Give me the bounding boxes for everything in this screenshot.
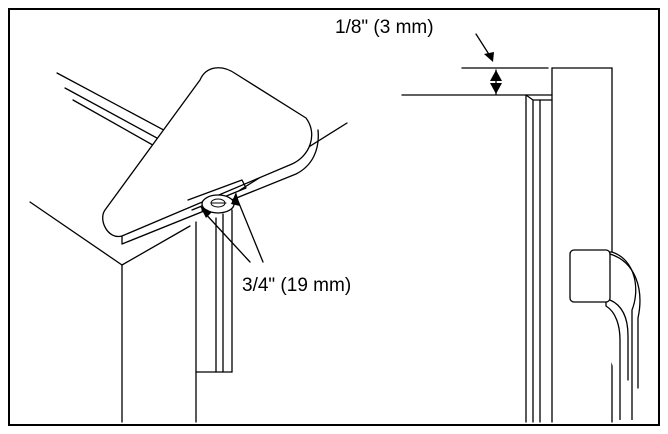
door-handle-tube-inner	[609, 299, 629, 381]
right-view-elevation	[401, 67, 641, 423]
top-gap-leader	[475, 33, 491, 57]
side-gap-dimension: 3/4" (19 mm)	[200, 192, 351, 296]
top-gap-arrowhead-up	[490, 70, 502, 81]
door-handle-grip	[569, 249, 611, 303]
top-gap-label: 1/8" (3 mm)	[335, 17, 434, 38]
hinge-cover-side	[121, 129, 319, 245]
side-gap-label: 3/4" (19 mm)	[242, 275, 351, 296]
side-gap-arrowhead-2	[231, 192, 240, 206]
frame-border	[8, 8, 660, 426]
cabinet-left-edge	[29, 201, 123, 266]
door-handle-tube	[609, 253, 641, 389]
top-gap-arrowhead-down	[490, 83, 502, 94]
left-view-cabinet	[29, 67, 348, 423]
side-gap-leader-2	[235, 195, 264, 263]
cabinet-front-edge	[121, 225, 191, 266]
side-gap-arrowhead-1	[200, 206, 212, 218]
hinge-cover	[102, 67, 313, 238]
side-gap-leader-1	[201, 209, 251, 263]
cabinet-corner	[525, 94, 553, 101]
top-gap-leader-arrow	[484, 52, 494, 62]
top-gap-dimension: 1/8" (3 mm)	[335, 17, 549, 95]
